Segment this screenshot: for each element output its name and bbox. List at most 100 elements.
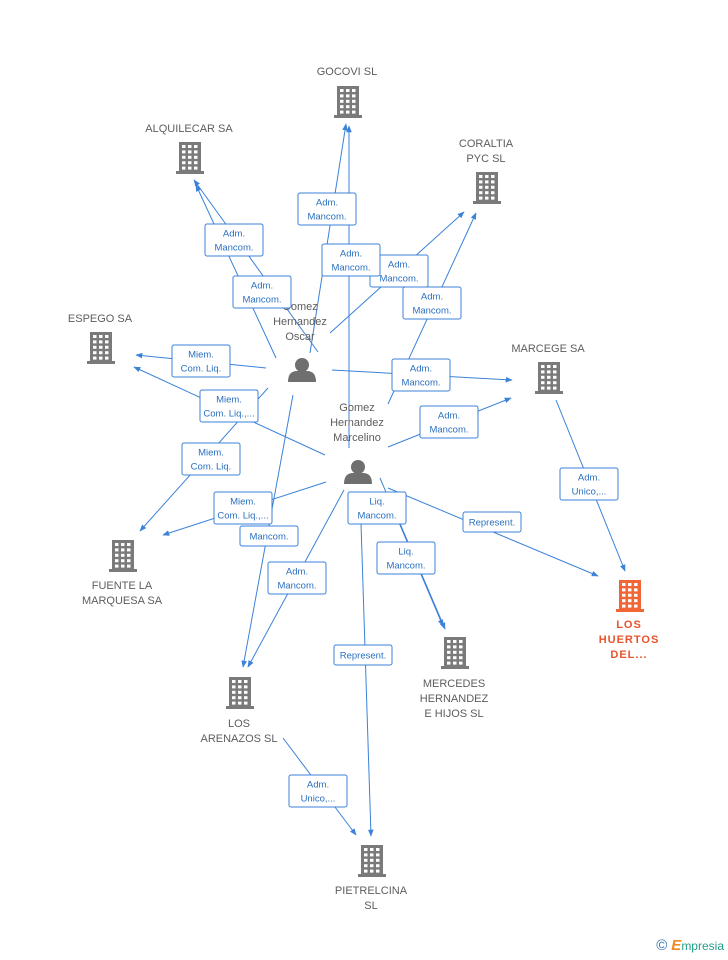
relation-label[interactable]: Adm. Mancom. (391, 358, 451, 392)
brand-logo-initial: E (671, 937, 682, 954)
node-label: FUENTE LA (92, 580, 153, 592)
node-label: ALQUILECAR SA (145, 123, 233, 135)
relation-label[interactable]: Adm.Mancom. (419, 405, 479, 439)
node-label: HERNANDEZ (420, 693, 489, 705)
relation-label-text: Com. Liq. (191, 462, 232, 473)
node-goc[interactable]: GOCOVI SL (317, 66, 378, 118)
relation-label-text: Adm. (340, 249, 362, 260)
node-label: Hernandez (330, 417, 384, 429)
node-label: MARQUESA SA (82, 595, 163, 607)
relation-label-box (288, 774, 348, 808)
relation-label[interactable]: Adm.Mancom. (297, 192, 357, 226)
relation-label-text: Mancom. (214, 243, 253, 254)
relation-label-text: Adm. (410, 364, 432, 375)
building-icon (176, 142, 204, 174)
relation-label-box (559, 467, 619, 501)
node-label: Marcelino (333, 432, 381, 444)
relation-label-text: Mancom. (429, 425, 468, 436)
relation-label-box (181, 442, 241, 476)
relation-label-text: Mancom. (379, 274, 418, 285)
relation-label[interactable]: Liq.Mancom. (376, 541, 436, 575)
node-label: DEL... (610, 649, 647, 661)
building-icon (358, 845, 386, 877)
building-icon (334, 86, 362, 118)
relation-label[interactable]: Miem. Com. Liq. (181, 442, 241, 476)
node-alq[interactable]: ALQUILECAR SA (145, 123, 233, 174)
relation-label-text: Adm. (316, 198, 338, 209)
relation-label[interactable]: Adm. Mancom. (204, 223, 264, 257)
node-label: LOS (616, 619, 642, 631)
edge-labels-layer: Adm.Mancom.Adm.Mancom.Adm.Mancom.Adm.Man… (171, 192, 619, 808)
node-label: ESPEGO SA (68, 313, 133, 325)
node-esp[interactable]: ESPEGO SA (68, 313, 133, 364)
relation-label[interactable]: Adm.Mancom. (232, 275, 292, 309)
relation-label[interactable]: Represent. (333, 644, 393, 666)
relation-label[interactable]: Adm. Unico,... (559, 467, 619, 501)
building-icon (441, 637, 469, 669)
relation-label-box (199, 389, 259, 423)
relation-label-text: Adm. (388, 260, 410, 271)
building-icon (473, 172, 501, 204)
relation-label-box (419, 405, 479, 439)
relation-label-text: Mancom. (277, 581, 316, 592)
relation-label[interactable]: Adm. Mancom. (402, 286, 462, 320)
node-label: E HIJOS SL (424, 708, 483, 720)
relation-label[interactable]: Miem.Com. Liq. (171, 344, 231, 378)
relation-label-text: Miem. (188, 350, 214, 361)
relation-label-box (402, 286, 462, 320)
node-label: ARENAZOS SL (200, 733, 277, 745)
relation-label-box (376, 541, 436, 575)
relation-label-text: Adm. (421, 292, 443, 303)
relation-label-text: Mancom. (249, 532, 288, 543)
relation-label-box (204, 223, 264, 257)
relation-label-text: Adm. (307, 780, 329, 791)
relation-label[interactable]: Miem.Com. Liq.,... (199, 389, 259, 423)
relation-label-text: Mancom. (401, 378, 440, 389)
node-label: MARCEGE SA (511, 343, 585, 355)
relation-label-box (462, 511, 522, 533)
brand-logo-text: mpresia (681, 939, 724, 953)
empresia-watermark: ©Empresia (656, 937, 724, 954)
node-mar[interactable]: MARCEGE SA (511, 343, 585, 394)
relation-label-box (239, 525, 299, 547)
node-label: PIETRELCINA (335, 885, 408, 897)
relation-edge (193, 179, 319, 353)
relation-label-text: Mancom. (357, 511, 396, 522)
relation-label[interactable]: Miem.Com. Liq.,... (213, 491, 273, 525)
relation-label-box (213, 491, 273, 525)
node-label: PYC SL (466, 153, 505, 165)
copyright-icon: © (656, 937, 668, 954)
relation-edge (195, 184, 277, 359)
relation-label[interactable]: Liq. Mancom. (347, 491, 407, 525)
relation-label-text: Mancom. (331, 263, 370, 274)
relation-label-text: Mancom. (412, 306, 451, 317)
relation-label-text: Adm. (223, 229, 245, 240)
relation-label[interactable]: Adm.Unico,... (288, 774, 348, 808)
relation-label[interactable]: Adm. Mancom. (369, 254, 429, 288)
building-icon (109, 540, 137, 572)
person-icon (344, 460, 372, 484)
relation-label[interactable]: Adm. Mancom. (321, 243, 381, 277)
relation-label-box (347, 491, 407, 525)
relation-label-text: Liq. (369, 497, 384, 508)
node-hue[interactable]: LOS HUERTOS DEL... (599, 580, 660, 661)
relation-label[interactable]: Represent. (462, 511, 522, 533)
relation-label-text: Miem. (198, 448, 224, 459)
relation-label-box (297, 192, 357, 226)
relation-label[interactable]: Mancom. (239, 525, 299, 547)
node-label: HUERTOS (599, 634, 660, 646)
building-icon (535, 362, 563, 394)
node-fue[interactable]: FUENTE LA MARQUESA SA (82, 540, 163, 607)
relation-label-text: Unico,... (572, 487, 607, 498)
relation-label-text: Mancom. (242, 295, 281, 306)
relation-label-text: Adm. (578, 473, 600, 484)
relation-label[interactable]: Adm.Mancom. (267, 561, 327, 595)
relation-label-text: Represent. (469, 518, 515, 529)
